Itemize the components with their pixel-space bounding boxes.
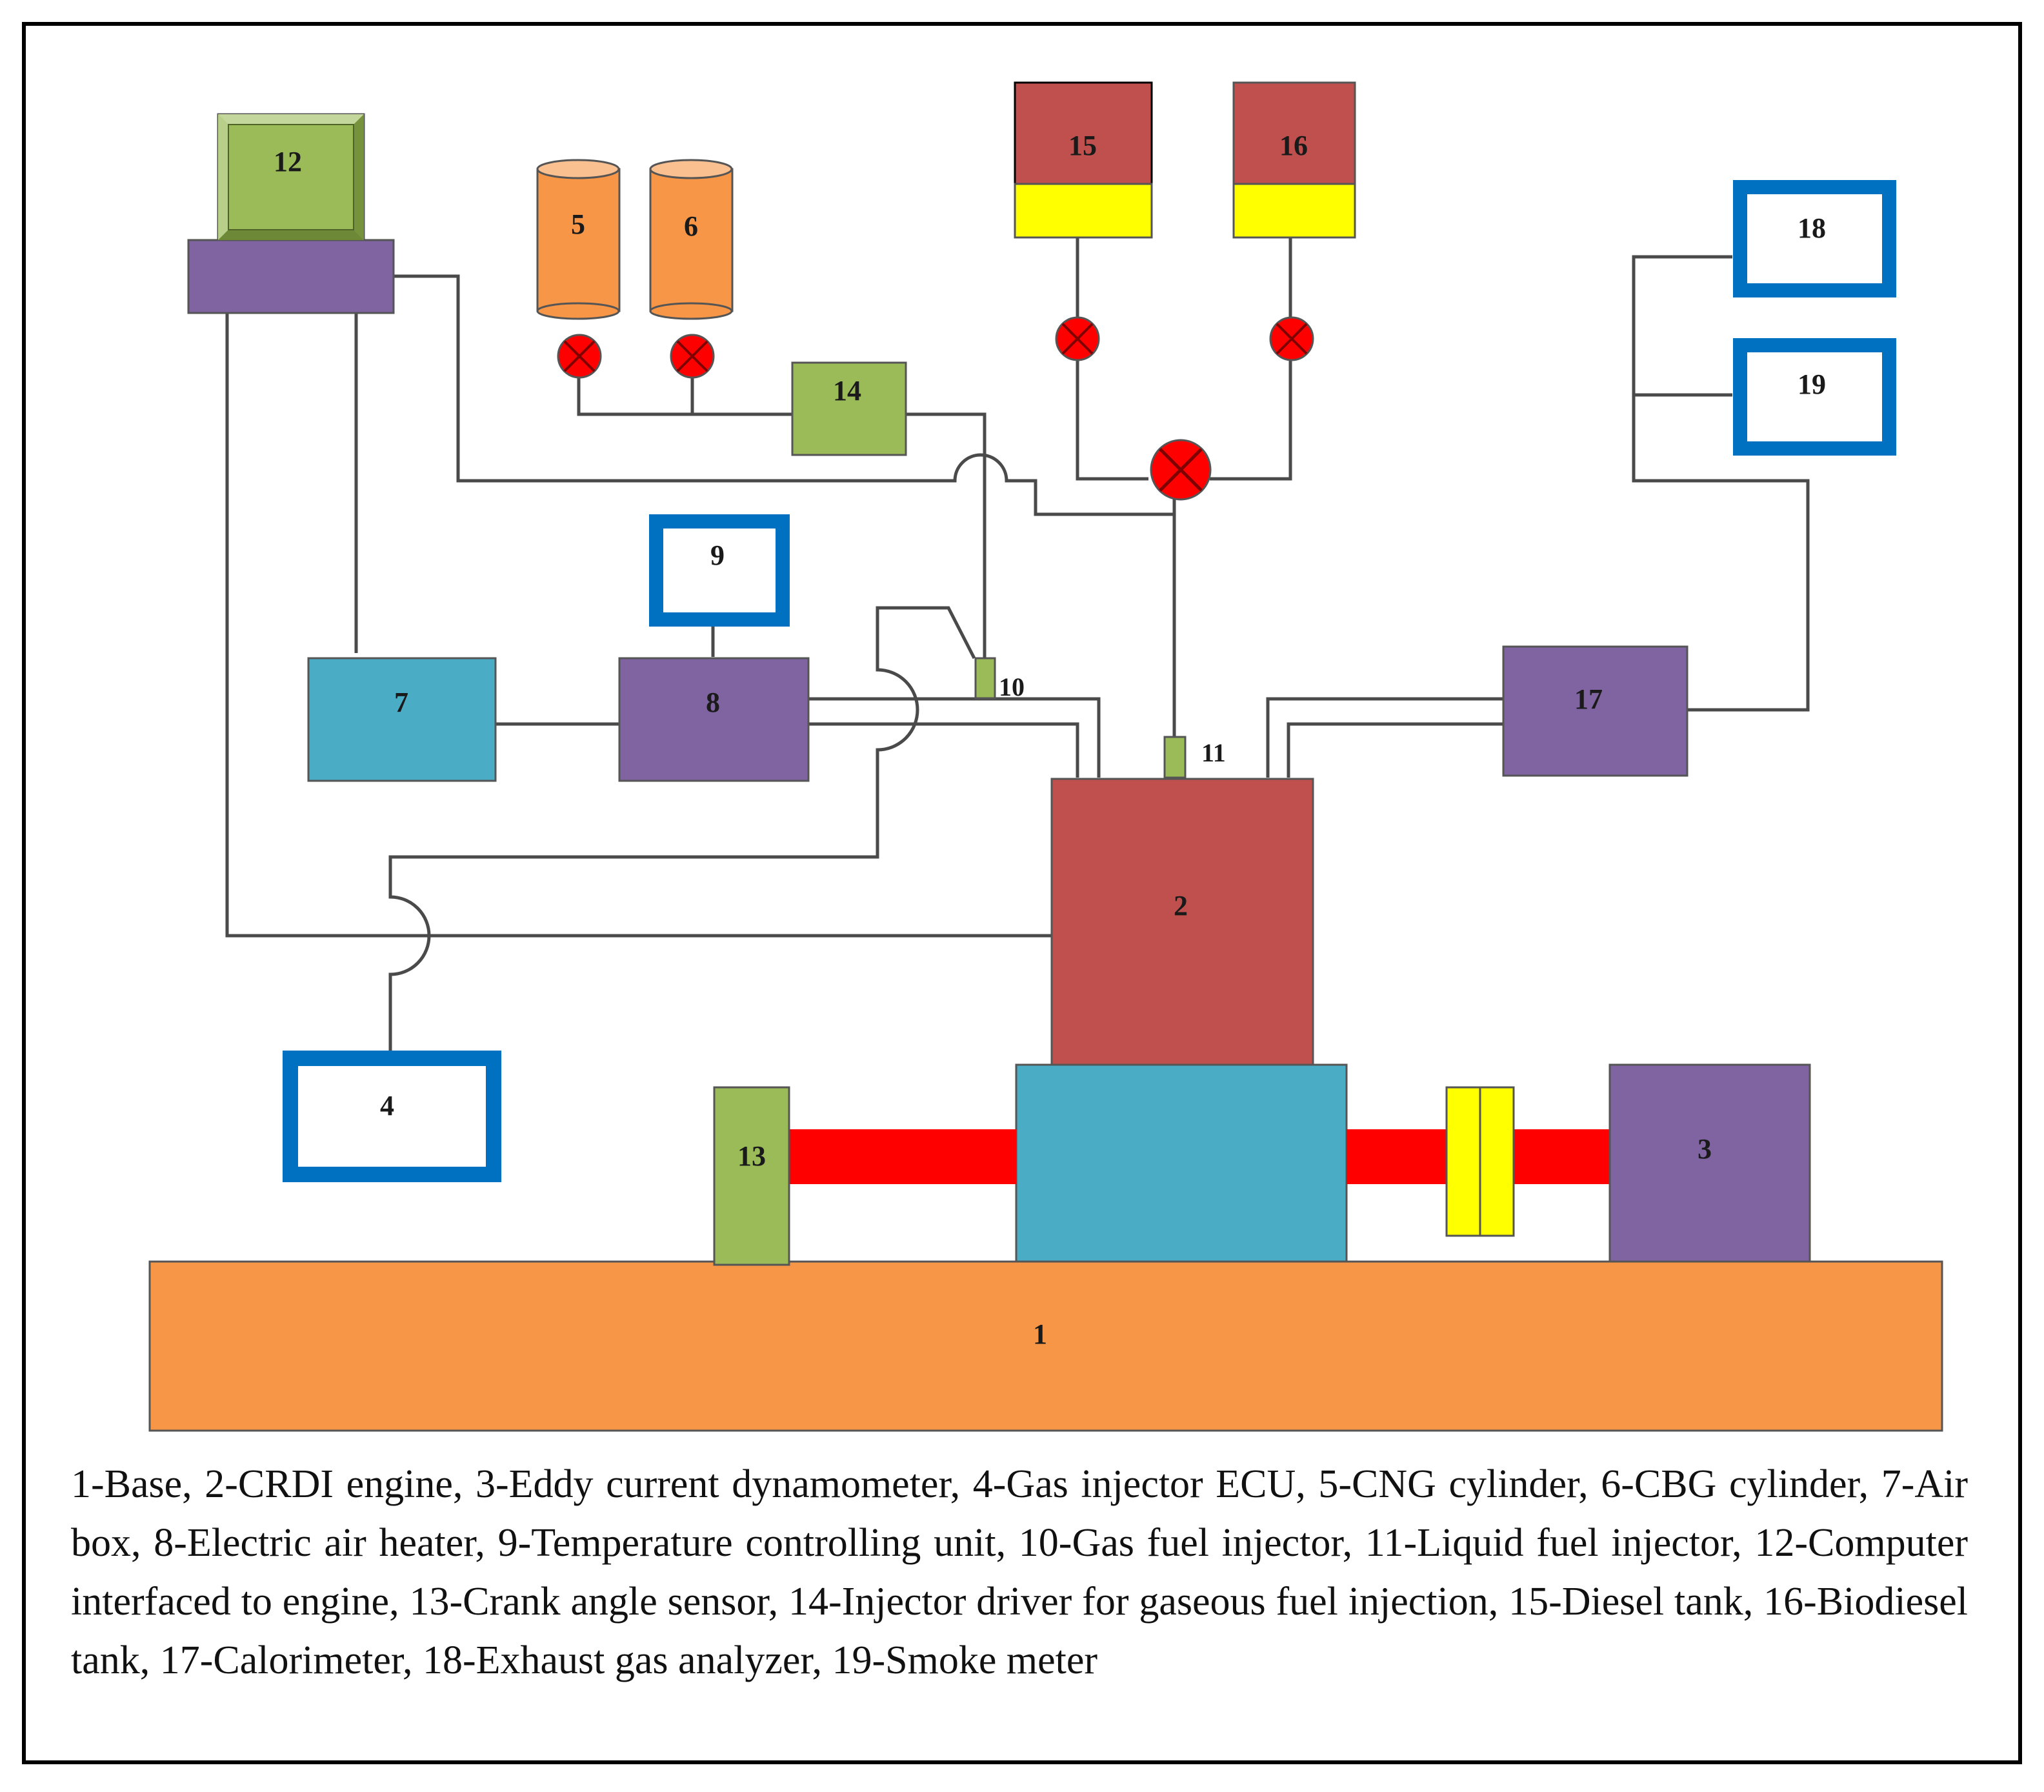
label-computer: 12: [274, 146, 302, 177]
line-biodiesel-tank: [1210, 237, 1292, 481]
liquid-fuel-injector: [1163, 736, 1187, 779]
line-computer-to-engine: [225, 313, 1052, 938]
gas-injector-ecu-block: [283, 1051, 501, 1182]
calorimeter-block: [1502, 645, 1688, 777]
line-cylinders: [577, 374, 694, 416]
smoke-meter-block: [1733, 338, 1896, 456]
label-dynamometer: 3: [1698, 1133, 1712, 1165]
label-cbg-cylinder: 6: [684, 210, 698, 242]
label-injector-driver: 14: [833, 375, 861, 407]
exhaust-gas-analyzer-block: [1733, 180, 1896, 297]
air-box-block: [307, 657, 497, 782]
dynamometer-block: [1608, 1063, 1811, 1263]
computer-base: [187, 239, 395, 314]
label-liquid-injector: 11: [1201, 738, 1226, 767]
label-diesel-tank: 15: [1068, 130, 1097, 161]
line-heater-to-engine-1: [808, 697, 1101, 778]
label-cng-cylinder: 5: [571, 208, 585, 240]
cbg-cylinder: [649, 159, 734, 320]
line-engine-to-calorimeter-2: [1287, 722, 1503, 778]
cng-cylinder: [536, 159, 621, 320]
valve-cbg: [670, 334, 715, 379]
injector-driver-block: [791, 361, 907, 456]
line-heater-to-engine-2: [808, 722, 1079, 778]
line-driver-to-injector: [906, 412, 987, 658]
diesel-tank-top: [1014, 81, 1153, 185]
label-temp-controller: 9: [710, 539, 725, 571]
coupling-right: [1479, 1086, 1515, 1237]
monitor-bevel-left: [218, 114, 228, 240]
gas-fuel-injector: [974, 657, 996, 700]
label-base: 1: [1033, 1318, 1047, 1350]
engine-crankcase-block: [1015, 1063, 1348, 1263]
line-computer-to-injector: [394, 274, 1174, 516]
label-engine: 2: [1174, 890, 1188, 921]
monitor-bevel-bottom: [218, 230, 364, 240]
diesel-tank-bottom: [1014, 183, 1153, 239]
label-biodiesel-tank: 16: [1279, 130, 1308, 161]
crdi-engine-block: [1050, 778, 1314, 1066]
label-ecu: 4: [380, 1090, 394, 1122]
monitor-bevel-right: [354, 114, 364, 240]
temperature-controller-block: [649, 514, 790, 627]
label-smoke-meter: 19: [1798, 368, 1826, 400]
valve-diesel: [1055, 316, 1100, 361]
line-injector-to-ecu: [388, 606, 976, 1051]
diagram-frame: [22, 22, 2022, 1764]
label-calorimeter: 17: [1574, 683, 1603, 715]
label-exhaust-analyzer: 18: [1798, 212, 1826, 244]
legend-caption: 1-Base, 2-CRDI engine, 3-Eddy current dy…: [71, 1462, 1968, 1682]
computer-screen: [228, 124, 354, 230]
coupling-left: [1445, 1086, 1481, 1237]
label-air-heater: 8: [706, 687, 720, 718]
label-crank-sensor: 13: [737, 1140, 766, 1172]
valve-cng: [557, 334, 602, 379]
valve-biodiesel: [1269, 316, 1314, 361]
shaft-left: [789, 1129, 1016, 1184]
line-diesel-tank: [1076, 237, 1148, 481]
valve-mixing: [1150, 439, 1212, 501]
base-block: [148, 1260, 1943, 1432]
line-calorimeter-to-analyzers: [1632, 255, 1810, 712]
crank-angle-sensor-block: [713, 1086, 790, 1266]
line-engine-to-calorimeter-1: [1266, 697, 1503, 778]
label-air-box: 7: [394, 687, 408, 718]
air-heater-block: [618, 657, 810, 782]
monitor-bevel-top: [218, 114, 364, 125]
label-gas-injector: 10: [999, 672, 1025, 701]
biodiesel-tank-bottom: [1232, 183, 1356, 239]
connection-lines: [225, 237, 1810, 1051]
